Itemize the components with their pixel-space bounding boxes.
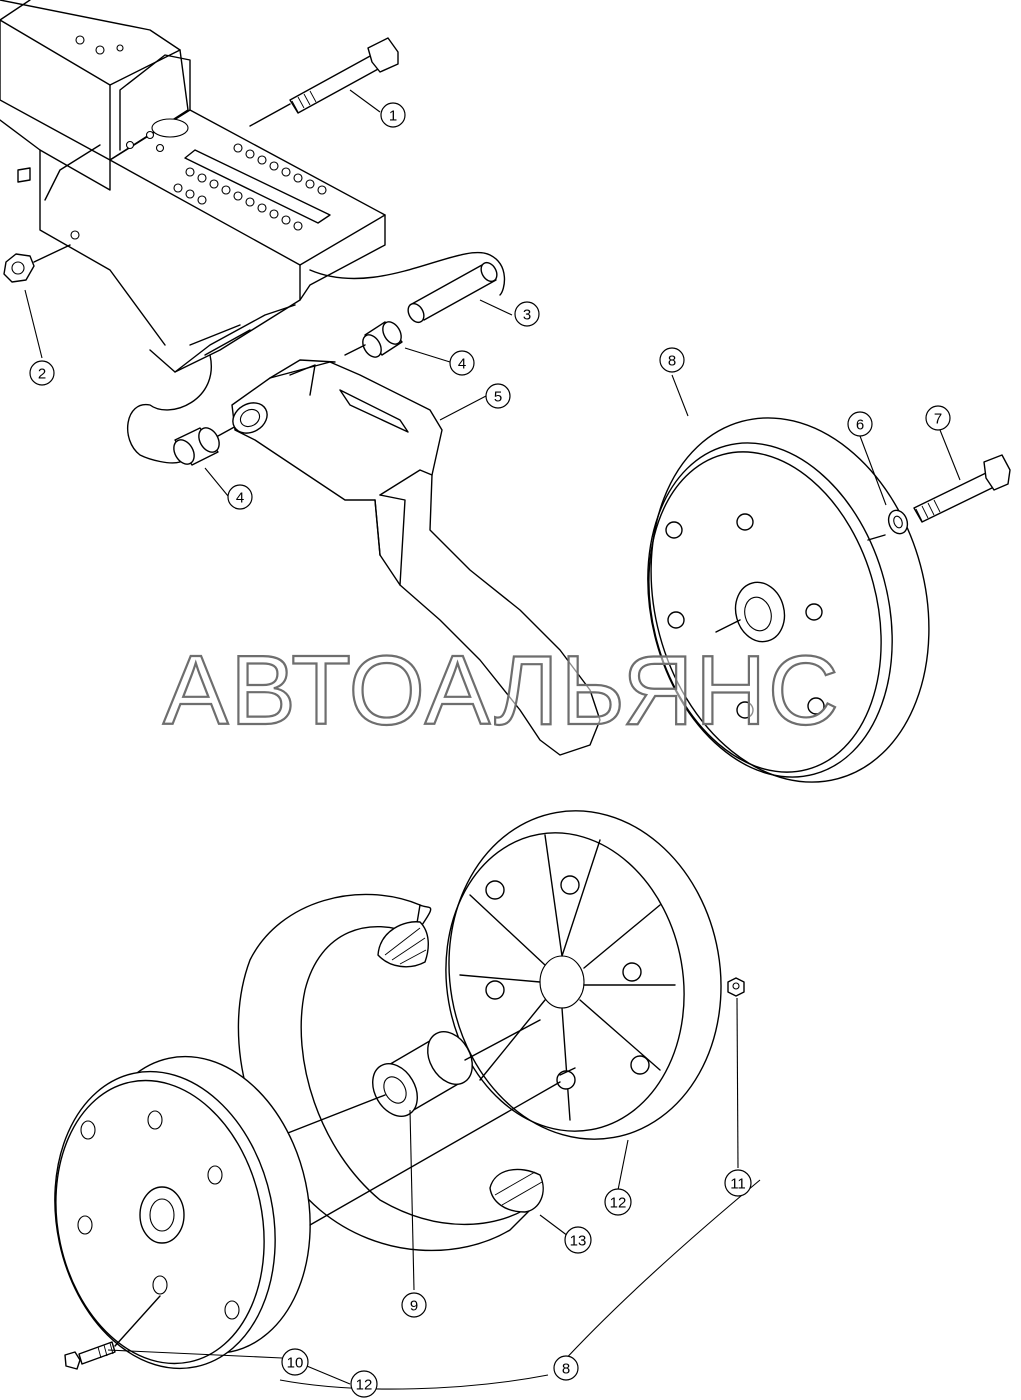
- callout-4: 4: [449, 350, 475, 376]
- callout-circle: [401, 1292, 427, 1318]
- callout-circle: [659, 347, 685, 373]
- callout-11: 11: [724, 1169, 752, 1197]
- callout-8: 8: [553, 1355, 579, 1381]
- tire-half: [237, 893, 544, 1252]
- callout-label: 6: [856, 417, 864, 434]
- bolt-10: [64, 1295, 161, 1370]
- breakline-upper: [309, 251, 506, 296]
- bushing-4-lower: [173, 424, 239, 466]
- callout-8: 8: [659, 347, 685, 373]
- callout-circle: [847, 411, 873, 437]
- bushing-4-upper: [344, 321, 403, 358]
- callout-circle: [514, 301, 540, 327]
- callout-label: 4: [236, 490, 244, 507]
- wheel-8-top: [647, 417, 930, 783]
- callout-circle: [29, 360, 55, 386]
- bolt-7: [913, 454, 1011, 523]
- washer-6: [887, 509, 909, 535]
- callout-circle: [564, 1226, 592, 1254]
- callout-label: 2: [38, 366, 46, 383]
- bolt-1: [249, 37, 399, 127]
- callout-label: 3: [523, 307, 531, 324]
- callout-label: 12: [356, 1377, 373, 1394]
- frame-bracket: [0, 0, 386, 373]
- nut-2: [3, 244, 71, 283]
- callout-1: 1: [380, 102, 406, 128]
- watermark-text: АВТОАЛЬЯНС: [163, 635, 841, 745]
- callout-9: 9: [401, 1292, 427, 1318]
- callout-circle: [380, 102, 406, 128]
- callout-12: 12: [350, 1370, 378, 1398]
- hub-9: [269, 1019, 541, 1141]
- callout-label: 4: [458, 356, 466, 373]
- nut-11: [727, 977, 745, 997]
- callout-7: 7: [925, 405, 951, 431]
- callout-label: 8: [668, 353, 676, 370]
- breakline-lower: [126, 354, 212, 464]
- callout-circle: [553, 1355, 579, 1381]
- callout-circle: [604, 1188, 632, 1216]
- axle-stub: [559, 1067, 576, 1076]
- callout-6: 6: [847, 411, 873, 437]
- callout-label: 11: [730, 1176, 746, 1193]
- callout-circle: [724, 1169, 752, 1197]
- callout-12: 12: [604, 1188, 632, 1216]
- callout-label: 8: [562, 1361, 570, 1378]
- pin-3: [407, 261, 498, 324]
- rim-12-left: [54, 1055, 311, 1370]
- arm-5: [231, 359, 601, 756]
- callout-label: 10: [287, 1355, 304, 1372]
- callout-circle: [449, 350, 475, 376]
- callout-label: 1: [389, 108, 397, 125]
- callout-circle: [281, 1348, 309, 1376]
- leader-lines: [24, 89, 961, 1390]
- callout-label: 5: [494, 389, 502, 406]
- callout-circle: [485, 383, 511, 409]
- callout-label: 9: [410, 1298, 418, 1315]
- callout-label: 13: [570, 1233, 587, 1250]
- callout-circle: [350, 1370, 378, 1398]
- callout-circle: [925, 405, 951, 431]
- callout-circle: [227, 484, 253, 510]
- callout-10: 10: [281, 1348, 309, 1376]
- callout-3: 3: [514, 301, 540, 327]
- callout-5: 5: [485, 383, 511, 409]
- callout-label: 12: [610, 1195, 627, 1212]
- callout-13: 13: [564, 1226, 592, 1254]
- callout-4: 4: [227, 484, 253, 510]
- rim-12-right: [445, 810, 722, 1140]
- callout-2: 2: [29, 360, 55, 386]
- axle-line: [309, 1081, 561, 1226]
- callout-label: 7: [934, 411, 942, 428]
